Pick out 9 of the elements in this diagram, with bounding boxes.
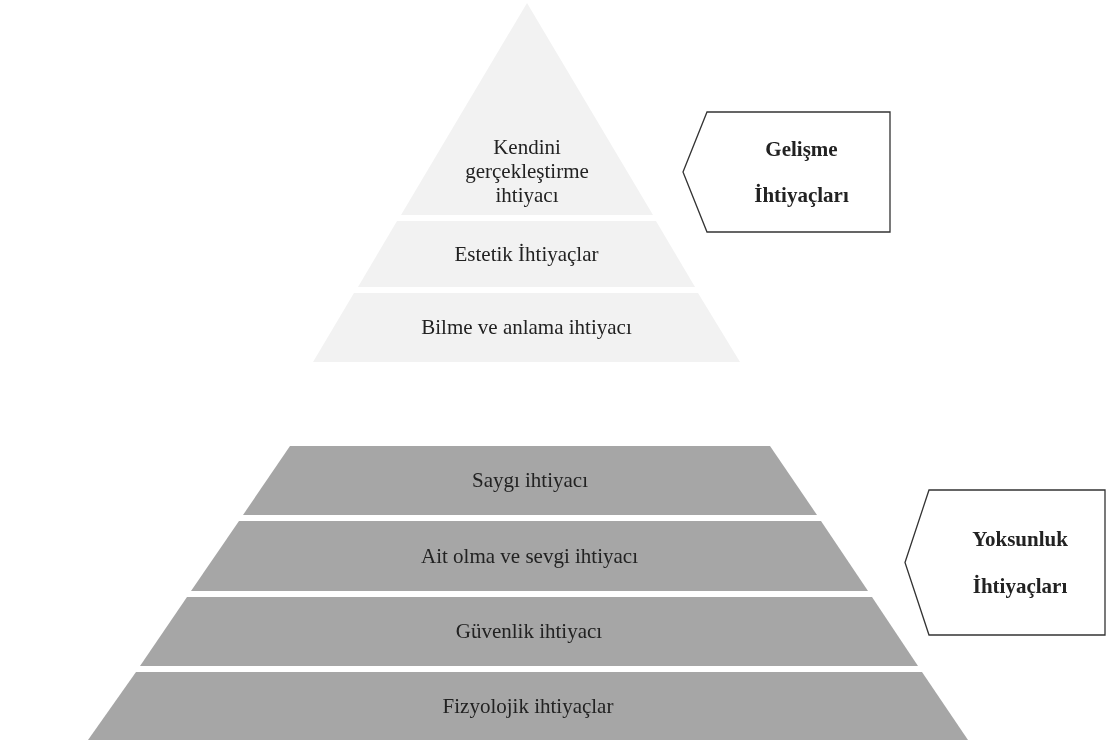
callout-label: Gelişme İhtiyaçları	[753, 135, 850, 209]
tier-label: Bilme ve anlama ihtiyacı	[421, 315, 632, 340]
tier-label: Estetik İhtiyaçlar	[454, 241, 599, 267]
tier-label: Fizyolojik ihtiyaçlar	[442, 693, 614, 719]
tier-label: Kendini gerçekleştirme ihtiyacı	[464, 134, 590, 207]
callout-label: Yoksunluk İhtiyaçları	[971, 526, 1069, 600]
tier-label: Ait olma ve sevgi ihtiyacı	[421, 543, 638, 569]
tier-label: Güvenlik ihtiyacı	[455, 619, 603, 644]
tier-label: Saygı ihtiyacı	[471, 468, 589, 493]
